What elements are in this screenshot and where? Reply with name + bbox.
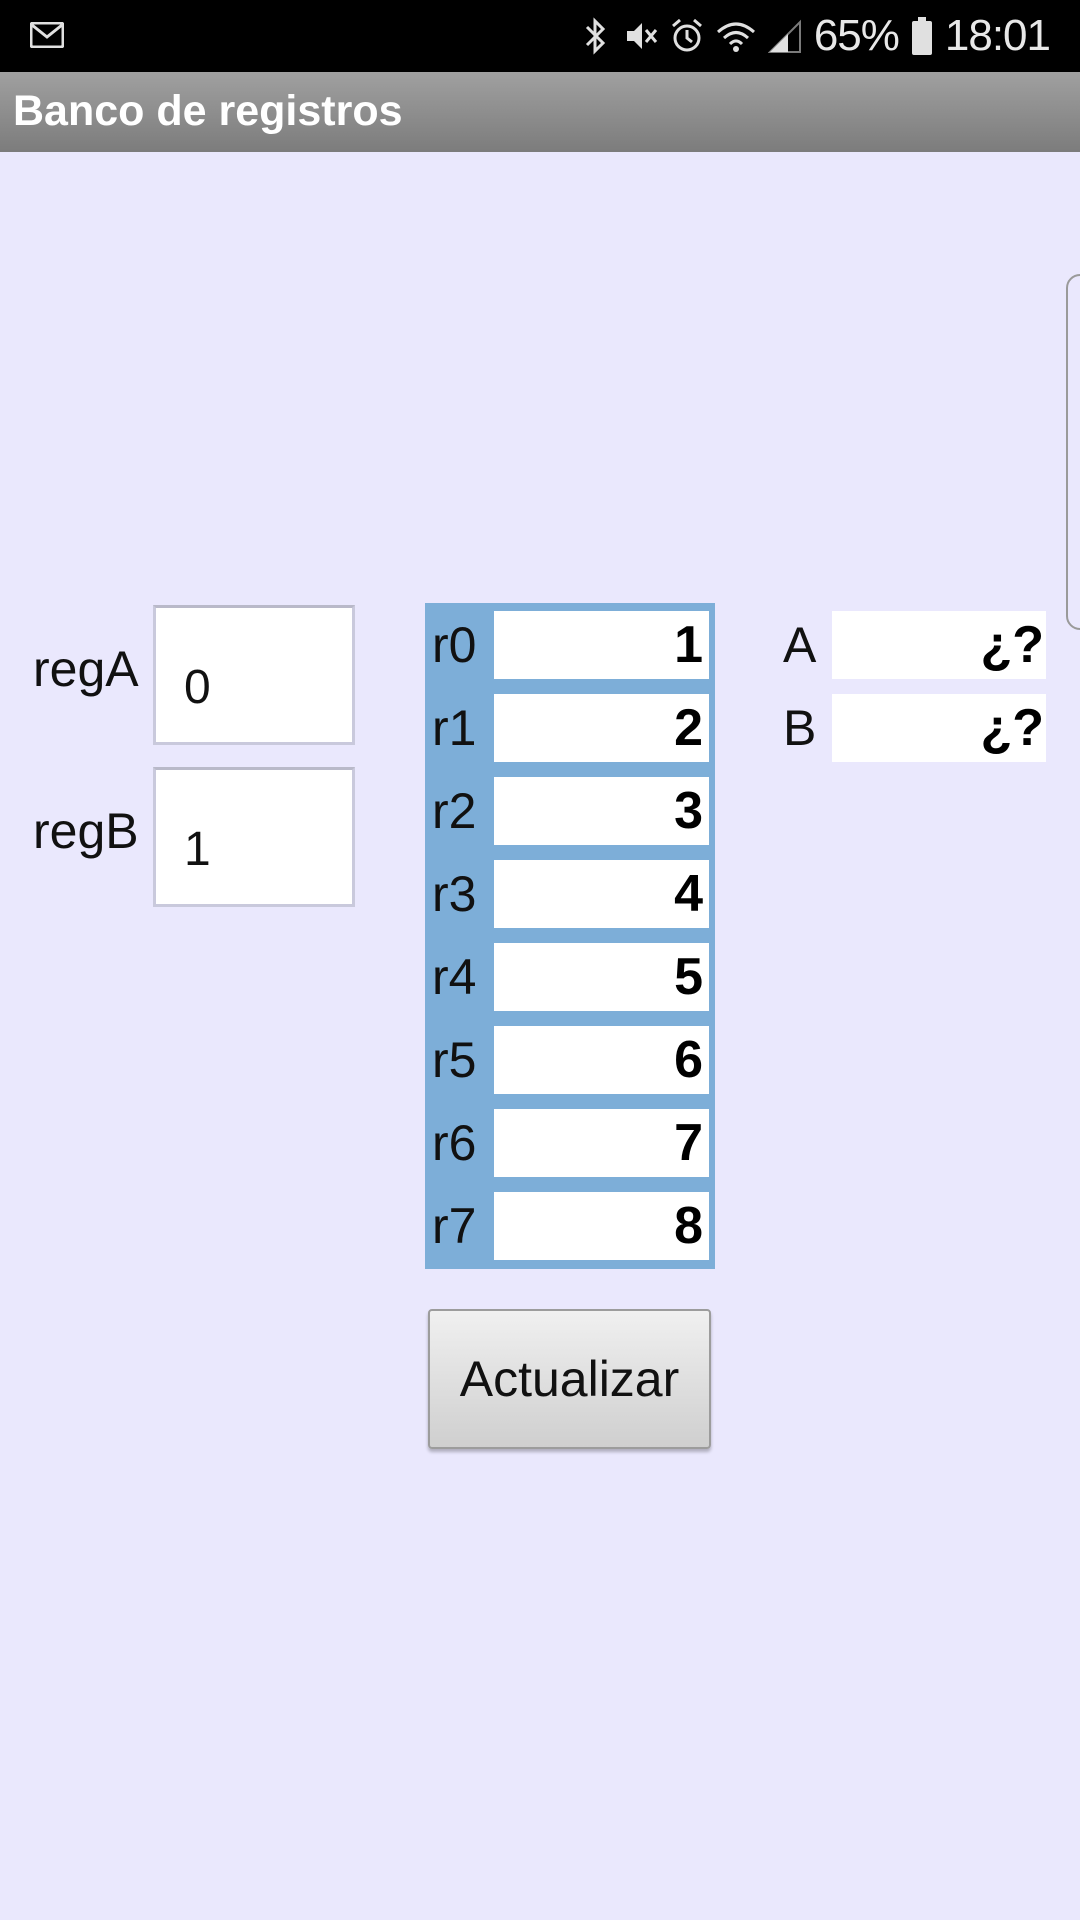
bluetooth-icon: [585, 17, 605, 55]
clock: 18:01: [944, 11, 1051, 60]
register-value: 7: [494, 1109, 709, 1177]
register-value: 5: [494, 943, 709, 1011]
output-a-value: ¿?: [832, 611, 1046, 679]
regb-input[interactable]: [153, 767, 355, 907]
register-name: r4: [432, 949, 477, 1005]
register-value: 6: [494, 1026, 709, 1094]
rega-label: regA: [33, 641, 139, 697]
output-a-label: A: [783, 617, 817, 673]
page-title: Banco de registros: [13, 87, 403, 135]
register-name: r6: [432, 1115, 477, 1171]
register-name: r2: [432, 783, 477, 839]
wifi-icon: [716, 22, 755, 52]
output-b-value: ¿?: [832, 694, 1046, 762]
register-value: 4: [494, 860, 709, 928]
rega-input[interactable]: [153, 605, 355, 745]
update-button[interactable]: Actualizar: [428, 1309, 711, 1449]
output-b-label: B: [783, 700, 817, 756]
signal-icon: [767, 19, 801, 53]
status-bar: 65% 18:01: [0, 0, 1080, 72]
edge-panel-handle[interactable]: [1066, 274, 1080, 630]
register-value: 8: [494, 1192, 709, 1260]
title-bar: Banco de registros: [0, 72, 1080, 152]
register-bank: r0 1 r1 2 r2 3 r3 4 r4 5 r5 6 r6 7 r7 8: [425, 603, 715, 1269]
status-icons: 65% 18:01: [578, 0, 1051, 72]
register-value: 1: [494, 611, 709, 679]
mute-icon: [626, 23, 657, 49]
alarm-icon: [671, 18, 702, 52]
register-value: 2: [494, 694, 709, 762]
battery-icon: [911, 17, 932, 55]
register-value: 3: [494, 777, 709, 845]
register-name: r1: [432, 700, 477, 756]
battery-percentage: 65%: [813, 11, 900, 60]
register-name: r0: [432, 617, 477, 673]
register-name: r5: [432, 1032, 477, 1088]
mail-icon: [30, 22, 64, 48]
regb-label: regB: [33, 803, 139, 859]
register-name: r3: [432, 866, 477, 922]
register-name: r7: [432, 1198, 477, 1254]
